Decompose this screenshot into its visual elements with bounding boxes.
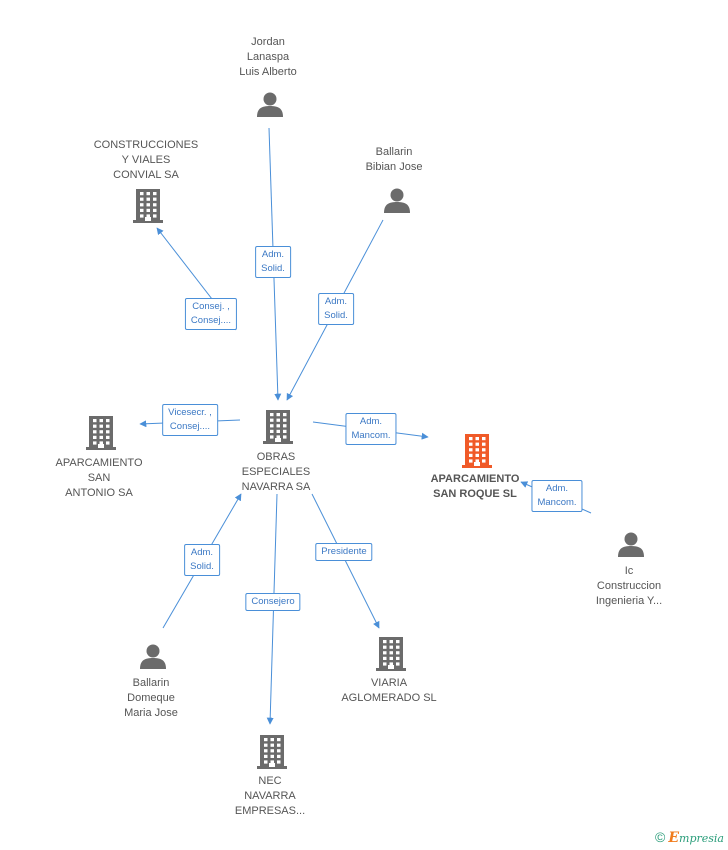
building-icon[interactable] xyxy=(133,189,163,228)
person-icon[interactable] xyxy=(617,530,645,563)
edge-label-bibian-obras[interactable]: Adm. Solid. xyxy=(318,293,354,325)
building-icon[interactable] xyxy=(263,410,293,449)
node-label-nec[interactable]: NEC NAVARRA EMPRESAS... xyxy=(234,775,306,817)
edge-label-obras-viaria[interactable]: Presidente xyxy=(315,543,373,561)
edge-label-ic-sanroque[interactable]: Adm. Mancom. xyxy=(531,480,583,512)
node-label-sanantonio[interactable]: APARCAMIENTO SAN ANTONIO SA xyxy=(55,457,143,499)
node-label-domeque[interactable]: Ballarin Domeque Maria Jose xyxy=(124,677,178,719)
node-label-obras[interactable]: OBRAS ESPECIALES NAVARRA SA xyxy=(241,451,311,493)
edge-label-obras-sanroque[interactable]: Adm. Mancom. xyxy=(345,413,397,445)
edge-label-obras-construcciones[interactable]: Consej. , Consej.... xyxy=(184,298,238,330)
edge-label-obras-nec[interactable]: Consejero xyxy=(245,593,301,611)
edge-obras-viaria xyxy=(311,493,380,629)
node-label-bibian[interactable]: Ballarin Bibian Jose xyxy=(365,146,423,173)
building-icon[interactable] xyxy=(257,735,287,774)
node-label-construcciones[interactable]: CONSTRUCCIONES Y VIALES CONVIAL SA xyxy=(93,139,199,181)
copyright-icon: © xyxy=(655,829,666,845)
node-label-viaria[interactable]: VIARIA AGLOMERADO SL xyxy=(341,677,437,704)
node-label-ic[interactable]: Ic Construccion Ingenieria Y... xyxy=(595,565,663,607)
building-icon[interactable] xyxy=(86,416,116,455)
node-label-sanroque[interactable]: APARCAMIENTO SAN ROQUE SL xyxy=(430,473,520,500)
person-icon[interactable] xyxy=(383,186,411,219)
empresia-brand[interactable]: ©Empresia xyxy=(655,829,724,846)
edge-label-obras-sanantonio[interactable]: Vicesecr. , Consej.... xyxy=(162,404,218,436)
edge-label-domeque-obras[interactable]: Adm. Solid. xyxy=(184,544,220,576)
node-label-jordan[interactable]: Jordan Lanaspa Luis Alberto xyxy=(239,36,297,78)
empresia-logo-e: E xyxy=(668,830,680,846)
person-icon[interactable] xyxy=(139,642,167,675)
edge-label-jordan-obras[interactable]: Adm. Solid. xyxy=(255,246,291,278)
person-icon[interactable] xyxy=(256,90,284,123)
building-icon[interactable] xyxy=(462,434,492,473)
empresia-logo-text: mpresia xyxy=(679,832,724,845)
building-icon[interactable] xyxy=(376,637,406,676)
